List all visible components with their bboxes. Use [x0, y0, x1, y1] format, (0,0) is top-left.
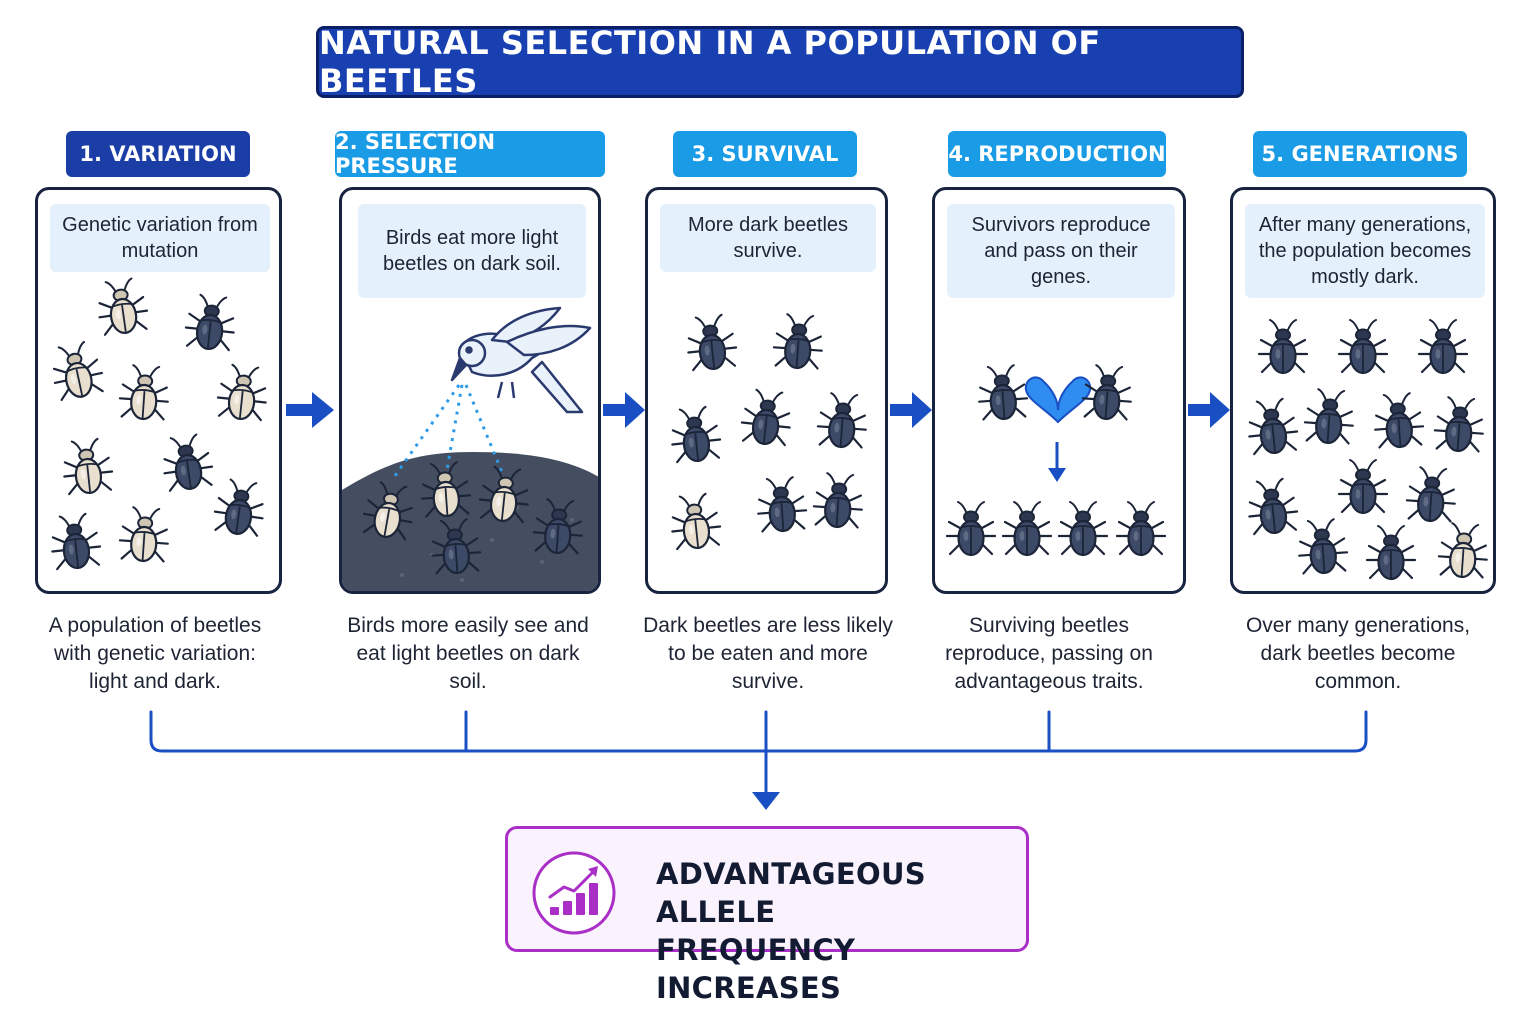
caption-generations: Over many generations, dark beetles beco…	[1245, 614, 1471, 693]
result-line-2: FREQUENCY INCREASES	[656, 933, 856, 1005]
note-variation: Genetic variation from mutation	[50, 204, 270, 272]
note-survival: More dark beetles survive.	[660, 204, 876, 272]
rising-bar-chart-icon	[532, 851, 616, 935]
step-arrow-icon	[286, 392, 334, 428]
note-selection-pressure: Birds eat more light beetles on dark soi…	[358, 204, 586, 298]
dark-beetle-icon	[687, 313, 738, 372]
stage-label-survival: 3. SURVIVAL	[673, 131, 857, 177]
down-arrow-icon	[752, 792, 780, 810]
bird-icon	[450, 306, 592, 414]
bird-hunting-scene	[342, 306, 598, 591]
dark-beetle-icon	[1417, 319, 1469, 375]
dark-beetle-icon	[51, 512, 102, 571]
note-generations: After many generations, the population b…	[1245, 204, 1485, 298]
dark-beetle-icon	[772, 313, 823, 370]
stage-label-reproduction: 4. REPRODUCTION	[948, 131, 1166, 177]
dark-beetle-icon	[532, 498, 583, 555]
light-beetle-icon	[98, 277, 149, 336]
beetle-population-survivors	[671, 313, 867, 551]
panel-selection-pressure: Birds eat more light beetles on dark soi…	[339, 187, 601, 594]
dark-beetle-icon	[431, 518, 482, 575]
dark-beetle-icon	[1374, 392, 1425, 449]
beetle-population-mostly-dark	[1248, 319, 1488, 581]
step-arrow-icon	[1188, 392, 1230, 428]
caption-reproduction: Surviving beetles reproduce, passing on …	[945, 614, 1153, 693]
dark-beetle-icon	[1365, 525, 1417, 581]
dark-beetle-icon	[1001, 501, 1053, 557]
result-box: ADVANTAGEOUS ALLELE FREQUENCY INCREASES	[505, 826, 1029, 1005]
caption-variation: A population of beetles with genetic var…	[48, 614, 262, 693]
dark-beetle-icon	[213, 478, 264, 537]
dark-beetle-icon	[1298, 518, 1349, 575]
dark-beetle-icon	[1337, 459, 1389, 515]
stage-label-variation: 1. VARIATION	[66, 131, 250, 177]
stage-label-selection-pressure: 2. SELECTION PRESSURE	[335, 130, 605, 178]
result-line-1: ADVANTAGEOUS ALLELE	[656, 857, 926, 929]
light-beetle-icon	[216, 363, 267, 422]
caption-selection-pressure: Birds more easily see and eat light beet…	[347, 614, 589, 693]
light-beetle-icon	[421, 461, 472, 518]
heart-icon	[1024, 376, 1092, 424]
dark-beetle-icon	[1257, 319, 1309, 375]
light-beetle-icon	[671, 492, 722, 551]
dark-beetle-icon	[1248, 397, 1299, 456]
dark-beetle-icon	[184, 293, 235, 352]
dark-beetle-icon	[1057, 501, 1109, 557]
beetle-population-mixed	[51, 277, 267, 571]
dark-beetle-icon	[816, 392, 867, 449]
diagram-title: NATURAL SELECTION IN A POPULATION OF BEE…	[316, 24, 1244, 100]
step-arrow-icon	[603, 392, 645, 428]
down-arrow-icon	[1048, 442, 1066, 482]
dark-beetle-icon	[757, 476, 808, 533]
stage-label-generations: 5. GENERATIONS	[1253, 131, 1467, 177]
step-arrow-icon	[890, 392, 932, 428]
panel-generations: After many generations, the population b…	[1230, 187, 1496, 594]
dark-beetle-icon	[1115, 501, 1167, 557]
dark-beetle-icon	[812, 472, 863, 529]
dark-beetle-icon	[1405, 466, 1456, 523]
note-reproduction: Survivors reproduce and pass on their ge…	[947, 204, 1175, 298]
result-text: ADVANTAGEOUS ALLELE FREQUENCY INCREASES	[656, 855, 1016, 1007]
light-beetle-icon	[118, 364, 169, 421]
panel-reproduction: Survivors reproduce and pass on their ge…	[932, 187, 1186, 594]
dark-beetle-icon	[1433, 396, 1484, 453]
dark-beetle-icon	[978, 364, 1029, 421]
panel-variation: Genetic variation from mutation	[35, 187, 282, 594]
caption-survival: Dark beetles are less likely to be eaten…	[643, 614, 893, 693]
dark-beetle-icon	[945, 501, 997, 557]
beetle-reproduction-scene	[945, 364, 1167, 557]
light-beetle-icon	[478, 465, 529, 524]
light-beetle-icon	[1437, 522, 1488, 579]
light-beetle-icon	[63, 437, 114, 496]
panel-survival: More dark beetles survive.	[645, 187, 888, 594]
light-beetle-icon	[52, 340, 104, 402]
dark-beetle-icon	[163, 433, 214, 492]
dark-beetle-icon	[740, 388, 791, 447]
light-beetle-icon	[362, 481, 413, 541]
convergence-bracket	[149, 710, 1368, 810]
dark-beetle-icon	[1337, 319, 1389, 375]
dark-beetle-icon	[1081, 364, 1132, 421]
dark-beetle-icon	[671, 405, 722, 464]
light-beetle-icon	[118, 506, 169, 563]
dark-beetle-icon	[1248, 477, 1299, 536]
dark-beetle-icon	[1303, 388, 1354, 445]
